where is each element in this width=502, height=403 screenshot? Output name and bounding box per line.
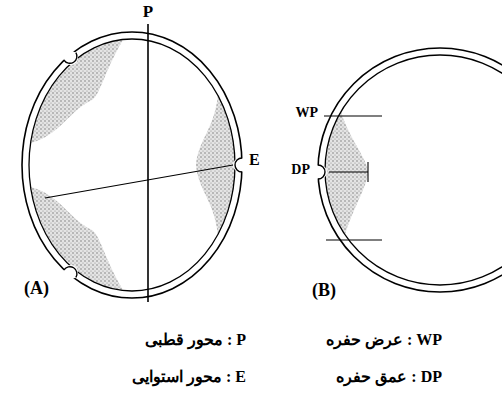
axis-label: E <box>249 151 260 169</box>
dimension-label: DP <box>291 162 310 177</box>
key-text: P : محور قطبی <box>145 331 246 349</box>
figure-label: (B) <box>312 281 336 301</box>
polar-axis <box>147 24 149 302</box>
figure-label: (A) <box>24 279 49 299</box>
width-mark <box>324 115 382 116</box>
axis-label: P <box>143 3 153 22</box>
pollen-grain-a <box>22 24 247 302</box>
key-text: WP : عرض حفره <box>326 331 442 349</box>
equatorial-axis <box>45 165 233 198</box>
dimension-label: WP <box>295 105 318 120</box>
pollen-grain-b <box>313 48 502 292</box>
depth-mark <box>329 171 368 172</box>
width-mark <box>326 239 382 240</box>
key-text: E : محور استوایی <box>132 368 246 386</box>
key-text: DP : عمق حفره <box>336 368 442 386</box>
depth-tick <box>367 162 368 182</box>
